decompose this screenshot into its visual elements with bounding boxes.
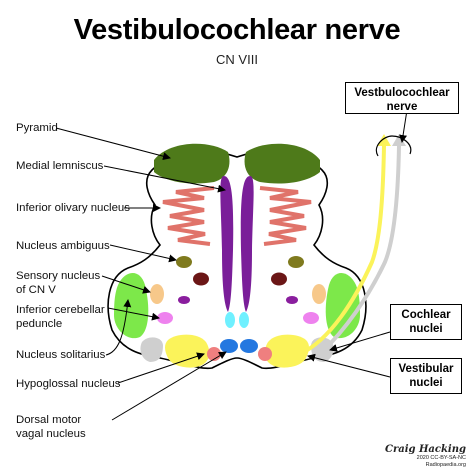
sensory-nucleus-cn5-right [312,284,326,304]
hypoglossal-nucleus-left [220,339,238,353]
label-vestibular-line2: nuclei [409,377,443,389]
label-box-vestibulocochlear-nerve: Vestbulocochlear nerve [345,82,459,114]
label-inferior-olivary-nucleus: Inferior olivary nucleus [16,202,130,214]
pyramid-left [154,143,230,184]
sensory-nucleus-cn5-left [150,284,164,304]
label-sensory-nucleus-cn5: Sensory nucleus of CN V [16,269,100,297]
label-medial-lemniscus: Medial lemniscus [16,160,104,172]
nerve-arrowhead-grey [392,134,406,146]
vestibular-nucleus-right [264,334,309,368]
small-purple-nucleus-left [178,296,190,304]
site-text: Radiopaedia.org [425,462,466,468]
medial-lemniscus-right [240,176,254,312]
label-sensory-nucleus-cn5-line1: Sensory nucleus [16,270,101,282]
pink-nucleus-right [303,312,319,324]
label-pyramid: Pyramid [16,122,58,134]
dark-red-nucleus-left [193,272,209,286]
label-nerve-line2: nerve [386,101,418,113]
label-sensory-nucleus-cn5-line2: of CN V [16,284,56,296]
label-pointers [55,109,408,421]
license-text: 2020 CC-BY-SA-NC [416,455,466,461]
cyan-nucleus-left [225,312,235,328]
label-vestibular-line1: Vestibular [398,363,454,375]
label-icp-line1: Inferior cerebellar [16,304,105,316]
cyan-nucleus-right [239,312,249,328]
dorsal-motor-vagal-right [258,347,272,361]
cochlear-nerve-fibre [320,145,401,354]
label-nucleus-ambiguus: Nucleus ambiguus [16,240,110,252]
label-cochlear-line1: Cochlear [401,309,451,321]
nucleus-ambiguus-right [288,256,304,268]
label-inferior-cerebellar-peduncle: Inferior cerebellar peduncle [16,303,105,331]
vestibular-nucleus-left [165,334,210,368]
label-hypoglossal-nucleus: Hypoglossal nucleus [16,378,121,390]
label-dorsal-motor-vagal-nucleus: Dorsal motor vagal nucleus [16,413,86,441]
label-box-vestibular-nuclei: Vestibular nuclei [390,358,462,394]
label-dmv-line1: Dorsal motor [16,414,82,426]
author-credit: Craig Hacking 2020 CC-BY-SA-NC Radiopaed… [385,444,466,469]
inferior-olivary-left [162,186,215,246]
inferior-olivary-right [259,186,312,246]
label-nucleus-solitarius: Nucleus solitarius [16,349,106,361]
author-signature: Craig Hacking [385,444,466,455]
label-cochlear-line2: nuclei [409,323,443,335]
pink-nucleus-left [157,312,173,324]
label-box-cochlear-nuclei: Cochlear nuclei [390,304,462,340]
cochlear-nucleus-left [140,337,163,362]
label-icp-line2: peduncle [16,318,63,330]
medial-lemniscus-left [220,176,234,312]
pyramid-right [244,143,320,184]
nucleus-ambiguus-left [176,256,192,268]
diagram-subtitle: CN VIII [216,52,258,67]
vestibular-nerve-fibre [299,145,386,356]
nerve-bundle-ring [375,135,412,157]
nerve-arrowhead-yellow [377,134,391,146]
label-dmv-line2: vagal nucleus [16,428,86,440]
diagram-title: Vestibulocochlear nerve [73,14,401,46]
hypoglossal-nucleus-right [240,339,258,353]
dark-red-nucleus-right [271,272,287,286]
label-nerve-line1: Vestbulocochlear [354,87,450,99]
small-purple-nucleus-right [286,296,298,304]
